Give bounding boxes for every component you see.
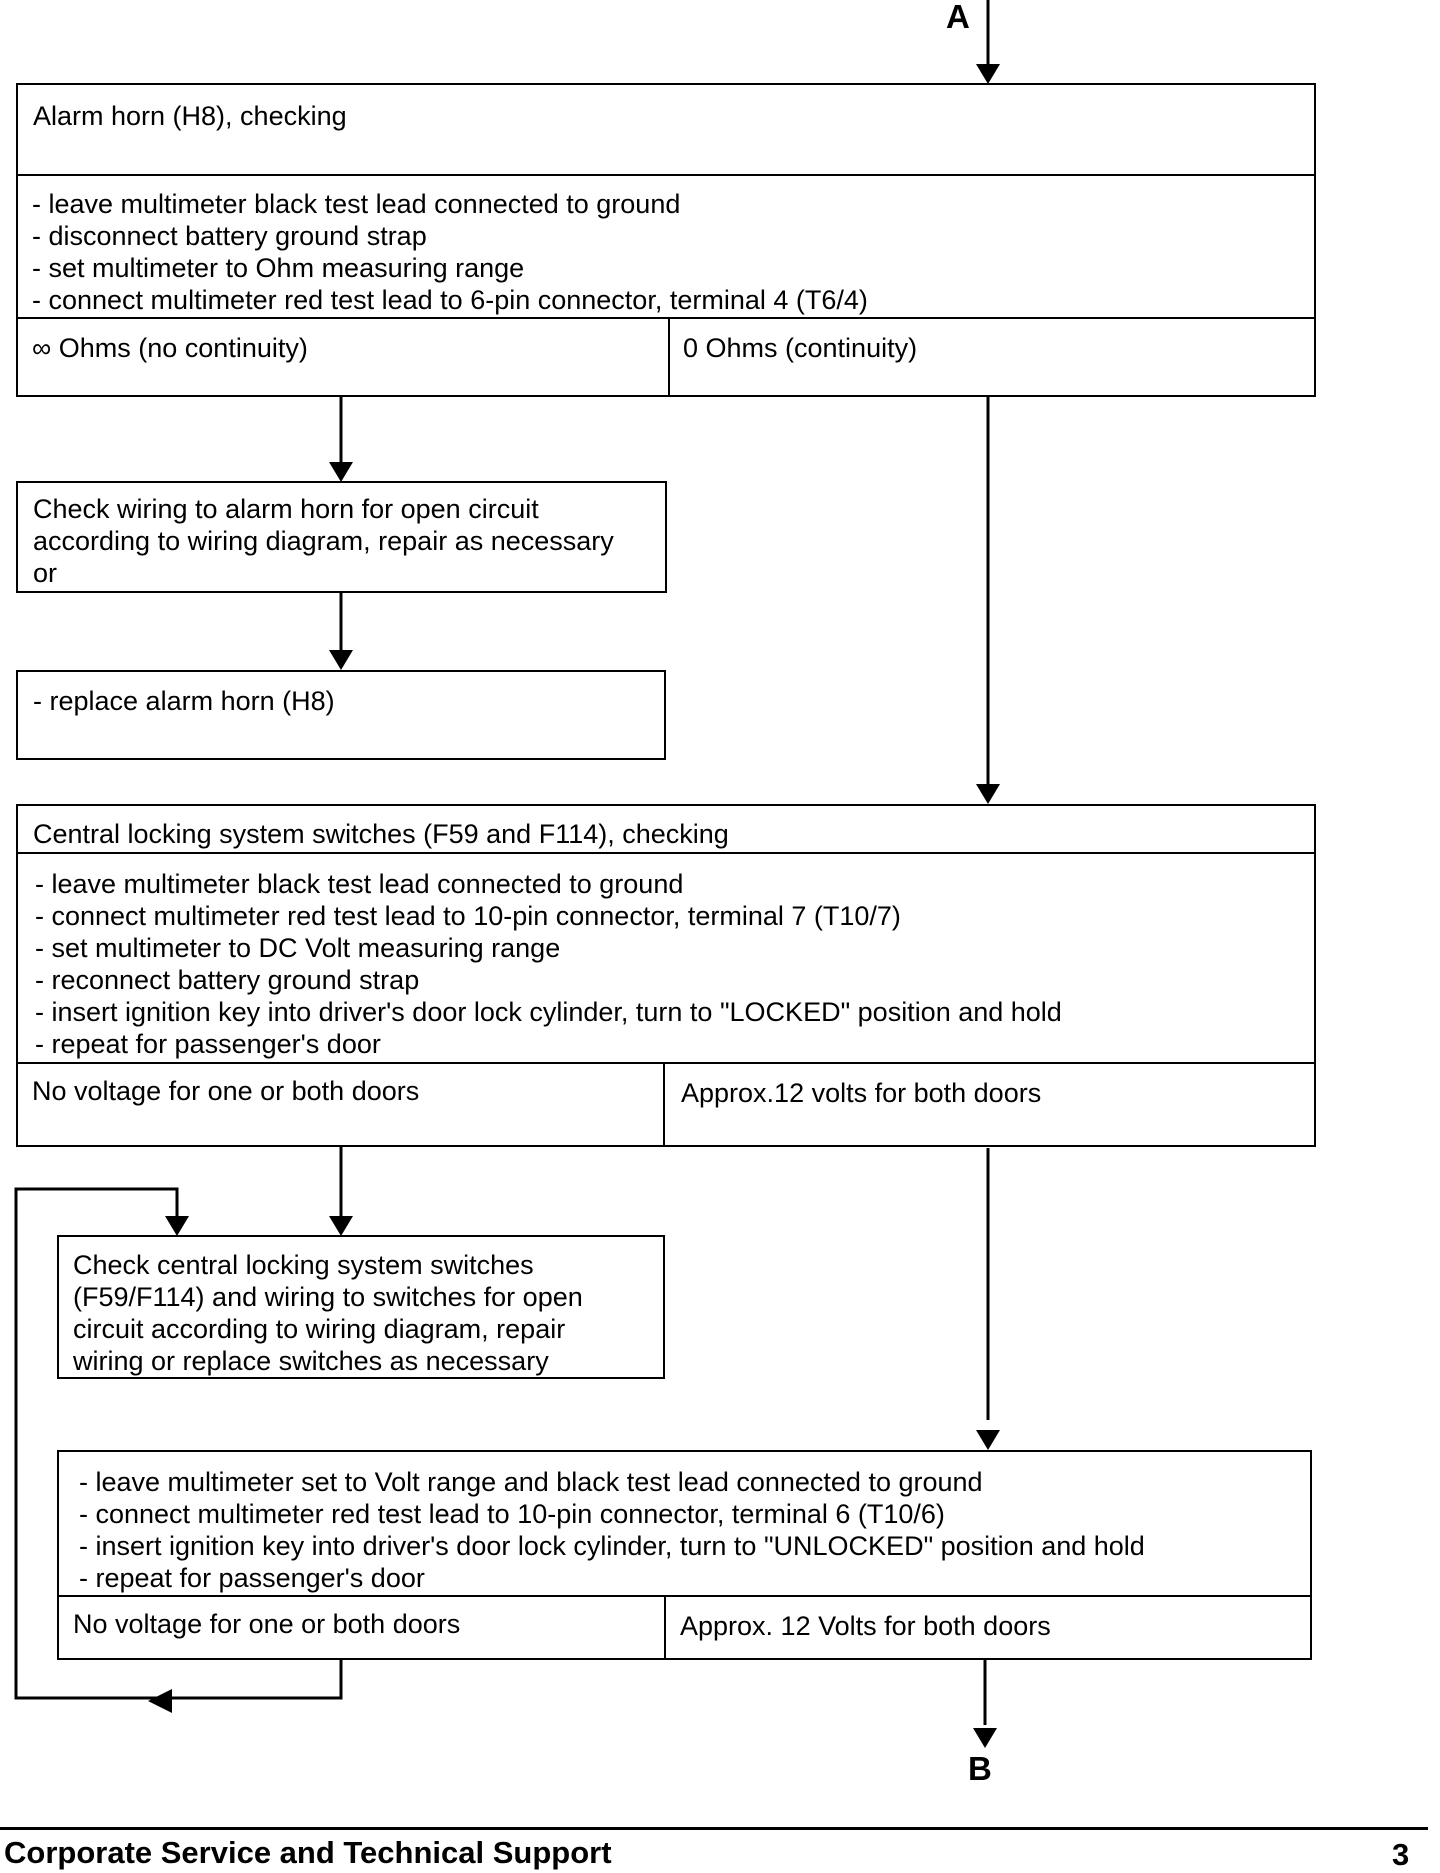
arrowhead-block3 bbox=[976, 1430, 1000, 1450]
step: - set multimeter to Ohm measuring range bbox=[32, 253, 525, 283]
step: - leave multimeter set to Volt range and… bbox=[79, 1467, 983, 1497]
unlocked-check-steps: - leave multimeter set to Volt range and… bbox=[79, 1466, 1145, 1594]
step: - repeat for passenger's door bbox=[35, 1029, 381, 1059]
arrowhead-block1 bbox=[976, 64, 1000, 84]
connector-b-label: B bbox=[968, 1750, 992, 1787]
flow-line-loop-back bbox=[14, 1187, 343, 1700]
divider bbox=[18, 1062, 1314, 1064]
central-locking-check-block: Central locking system switches (F59 and… bbox=[16, 804, 1316, 1147]
arrowhead-repair3-right bbox=[329, 1216, 353, 1236]
central-locking-check-steps: - leave multimeter black test lead conne… bbox=[35, 868, 1062, 1060]
arrowhead-block2 bbox=[976, 784, 1000, 804]
step: - disconnect battery ground strap bbox=[32, 221, 427, 251]
divider bbox=[18, 852, 1314, 854]
step: - leave multimeter black test lead conne… bbox=[32, 189, 681, 219]
flow-arrowheads bbox=[148, 64, 1000, 1748]
arrowhead-loop-left bbox=[148, 1689, 172, 1713]
replace-horn-text: - replace alarm horn (H8) bbox=[33, 686, 335, 716]
text-line: wiring or replace switches as necessary bbox=[73, 1346, 549, 1376]
step: - set multimeter to DC Volt measuring ra… bbox=[35, 933, 561, 963]
text-line: according to wiring diagram, repair as n… bbox=[33, 526, 614, 556]
text-line: or bbox=[33, 558, 58, 588]
flow-lines bbox=[14, 0, 990, 1725]
check-switches-text: Check central locking system switches (F… bbox=[73, 1249, 583, 1377]
step: - reconnect battery ground strap bbox=[35, 965, 420, 995]
result-12-volts: Approx.12 volts for both doors bbox=[681, 1078, 1042, 1108]
check-horn-wiring-text: Check wiring to alarm horn for open circ… bbox=[33, 493, 614, 589]
alarm-horn-check-steps: - leave multimeter black test lead conne… bbox=[32, 188, 868, 316]
step: - connect multimeter red test lead to 10… bbox=[35, 901, 901, 931]
footer-rule bbox=[0, 1827, 1428, 1830]
step: - repeat for passenger's door bbox=[79, 1563, 425, 1593]
divider bbox=[663, 1062, 665, 1145]
arrowhead-repair3-left bbox=[165, 1216, 189, 1236]
step: - connect multimeter red test lead to 6-… bbox=[32, 285, 868, 315]
result-continuity: 0 Ohms (continuity) bbox=[683, 333, 918, 363]
arrowhead-repair1 bbox=[329, 462, 353, 482]
check-horn-wiring-box: Check wiring to alarm horn for open circ… bbox=[16, 481, 667, 593]
arrowhead-b bbox=[973, 1728, 997, 1748]
divider bbox=[664, 1595, 666, 1658]
footer-title: Corporate Service and Technical Support bbox=[4, 1835, 612, 1870]
divider bbox=[18, 317, 1314, 319]
step: - leave multimeter black test lead conne… bbox=[35, 869, 684, 899]
text-line: Check central locking system switches bbox=[73, 1250, 534, 1280]
result-no-voltage-unlocked: No voltage for one or both doors bbox=[73, 1609, 461, 1639]
result-12-volts-unlocked: Approx. 12 Volts for both doors bbox=[680, 1611, 1051, 1641]
text-line: (F59/F114) and wiring to switches for op… bbox=[73, 1282, 583, 1312]
arrowhead-repair2 bbox=[329, 650, 353, 670]
divider bbox=[668, 317, 670, 395]
alarm-horn-check-title: Alarm horn (H8), checking bbox=[33, 101, 347, 131]
central-locking-check-title: Central locking system switches (F59 and… bbox=[33, 819, 729, 849]
step: - connect multimeter red test lead to 10… bbox=[79, 1499, 945, 1529]
text-line: circuit according to wiring diagram, rep… bbox=[73, 1314, 566, 1344]
step: - insert ignition key into driver's door… bbox=[79, 1531, 1145, 1561]
alarm-horn-check-block: Alarm horn (H8), checking - leave multim… bbox=[16, 83, 1316, 397]
page-number: 3 bbox=[1392, 1837, 1410, 1872]
result-no-voltage: No voltage for one or both doors bbox=[32, 1076, 420, 1106]
divider bbox=[18, 174, 1314, 176]
text-line: Check wiring to alarm horn for open circ… bbox=[33, 494, 539, 524]
replace-horn-box: - replace alarm horn (H8) bbox=[16, 670, 666, 760]
connector-a-label: A bbox=[946, 0, 970, 35]
step: - insert ignition key into driver's door… bbox=[35, 997, 1062, 1027]
divider bbox=[59, 1595, 1310, 1597]
check-switches-box: Check central locking system switches (F… bbox=[57, 1235, 665, 1379]
result-no-continuity: ∞ Ohms (no continuity) bbox=[32, 333, 308, 363]
unlocked-check-block: - leave multimeter set to Volt range and… bbox=[57, 1450, 1312, 1660]
